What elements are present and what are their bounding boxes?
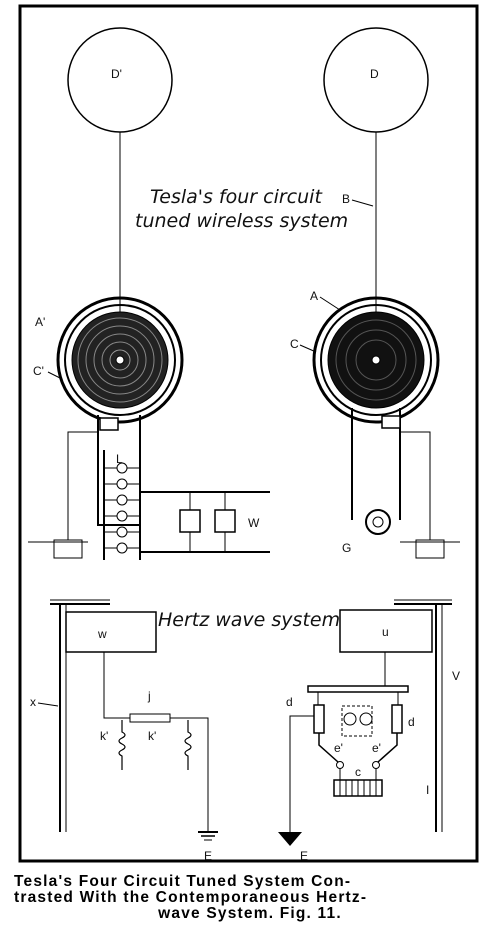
label-k-prime-b: k' — [148, 729, 156, 743]
label-C-prime-leader — [47, 371, 61, 379]
figure-diagram: D' D Tesla's four circuit tuned wireless… — [18, 4, 479, 863]
tesla-heading-line1: Tesla's four circuit — [150, 186, 323, 208]
tesla-heading-line2: tuned wireless system — [135, 210, 348, 232]
label-W-tesla: W — [248, 516, 260, 530]
label-c: c — [355, 765, 361, 779]
label-x: x — [30, 695, 36, 709]
label-e-prime-left: e' — [334, 741, 343, 755]
label-j: j — [147, 689, 151, 703]
box-u — [339, 609, 433, 653]
ground-lead-right — [400, 431, 431, 540]
label-A-prime: A' — [35, 315, 45, 329]
label-D-prime: D' — [111, 67, 122, 81]
label-V: V — [452, 669, 460, 683]
label-E-left: E — [204, 849, 212, 863]
label-E-right: E — [300, 849, 308, 863]
label-e-prime-right: e' — [372, 741, 381, 755]
mast-right — [394, 599, 452, 832]
label-L: L — [116, 452, 123, 466]
ground-symbol-left — [198, 831, 218, 841]
figure-border — [18, 4, 479, 863]
label-C-prime: C' — [33, 364, 44, 378]
ground-symbol-right — [278, 832, 302, 846]
label-B-leader — [351, 199, 374, 207]
label-A-leader — [319, 296, 341, 311]
spiral-coil-left — [56, 296, 184, 526]
label-G: G — [342, 541, 351, 555]
spiral-coil-right — [312, 296, 440, 535]
label-u: u — [382, 625, 389, 639]
label-D: D — [370, 67, 379, 81]
label-d-right: d — [408, 715, 415, 729]
caption-line-2: trasted With the Contemporaneous Hertz- — [14, 889, 368, 906]
condenser-ladder — [103, 450, 141, 560]
choke-coil-right — [184, 720, 192, 770]
caption-line-1: Tesla's Four Circuit Tuned System Con- — [14, 873, 352, 890]
caption-line-3: wave System. Fig. 11. — [158, 905, 342, 922]
label-k-prime-a: k' — [100, 729, 108, 743]
hertz-wire-left — [103, 652, 130, 719]
label-I: I — [426, 783, 429, 797]
hertz-wire-right — [170, 717, 209, 832]
label-A: A — [310, 289, 318, 303]
ground-lead-left — [67, 431, 98, 540]
hertz-oscillator — [307, 685, 409, 797]
label-B: B — [342, 192, 350, 206]
label-C-leader — [299, 344, 317, 353]
label-C: C — [290, 337, 299, 351]
box-w — [65, 611, 157, 653]
ground-plate-left — [53, 539, 83, 559]
coherer-j — [129, 713, 171, 723]
choke-coil-left — [118, 720, 126, 770]
hertz-heading: Hertz wave system — [158, 609, 340, 631]
label-d-left: d — [286, 695, 293, 709]
hertz-ground-lead-right — [289, 715, 314, 832]
figure-caption: Tesla's Four Circuit Tuned System Con- t… — [14, 874, 486, 922]
label-x-leader — [37, 702, 59, 707]
label-w: w — [97, 627, 107, 641]
ground-plate-right — [415, 539, 445, 559]
tesla-w-circuit — [140, 491, 270, 553]
